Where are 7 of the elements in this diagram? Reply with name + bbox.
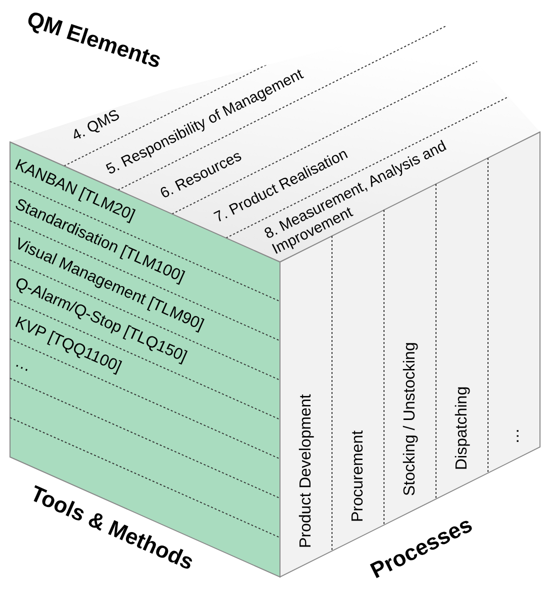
row-label: 4. QMS: [69, 106, 122, 144]
column-label: Dispatching: [454, 386, 470, 470]
column-label: Procurement: [350, 430, 366, 522]
row-label: …: [12, 353, 34, 376]
column-label: …: [506, 428, 522, 444]
column-label: Product Development: [298, 394, 314, 548]
column-label: Stocking / Unstocking: [402, 342, 418, 496]
